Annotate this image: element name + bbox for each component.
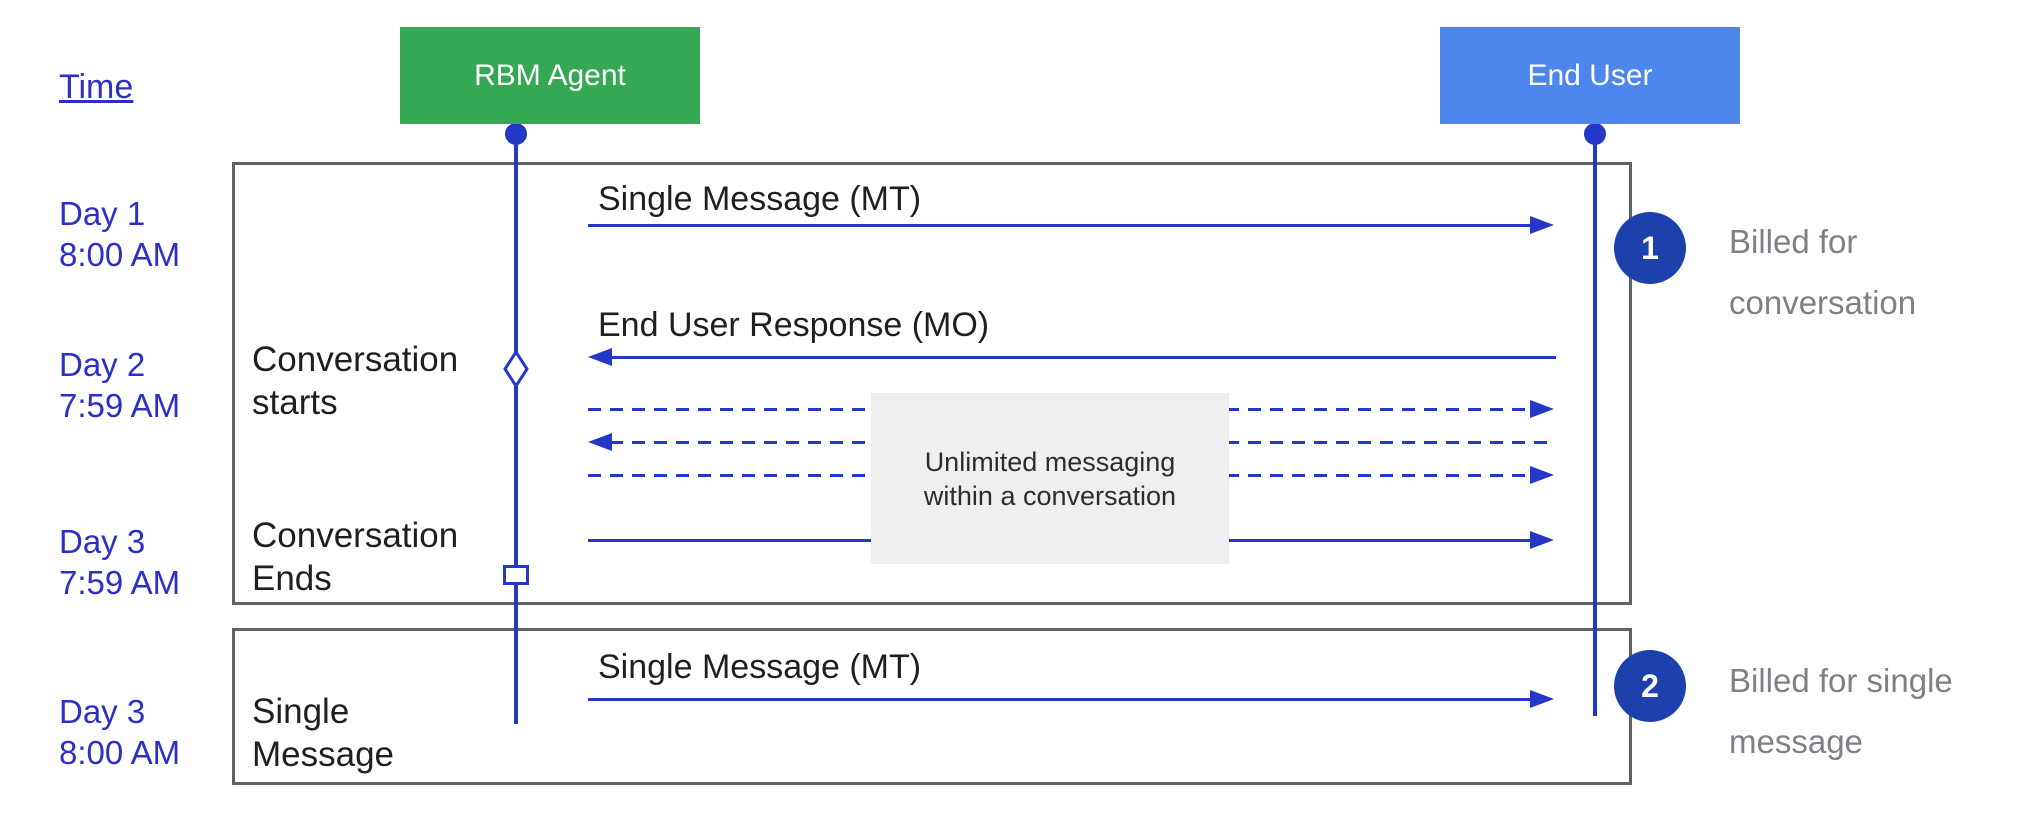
arrowhead-right-icon: [1530, 466, 1554, 484]
single-message-billing-panel: [232, 628, 1632, 785]
actor-end-user-label: End User: [1527, 58, 1653, 92]
time-axis-label: Time: [59, 68, 134, 106]
actor-rbm-agent: RBM Agent: [400, 27, 700, 124]
billing2-line1: Billed for single: [1729, 662, 1953, 699]
day3a-line1: Day 3: [59, 523, 146, 560]
day3-800-timestamp: Day 3 8:00 AM: [59, 691, 180, 773]
billing2-line2: message: [1729, 723, 1863, 760]
day3a-line2: 7:59 AM: [59, 564, 181, 601]
day1-line2: 8:00 AM: [59, 236, 181, 273]
billing-badge-2-number: 2: [1641, 667, 1659, 704]
conversation-ends-line2: Ends: [252, 559, 332, 598]
billing-badge-1: 1: [1614, 212, 1686, 284]
day3-759-timestamp: Day 3 7:59 AM: [59, 521, 180, 603]
conversation-starts-line2: starts: [252, 383, 338, 422]
single-message-line1: Single: [252, 692, 350, 731]
message-mt2-label: Single Message (MT): [598, 648, 922, 686]
day1-line1: Day 1: [59, 195, 146, 232]
note-line1: Unlimited messaging: [924, 446, 1176, 477]
note-line2: within a conversation: [923, 480, 1177, 511]
actor-end-user: End User: [1440, 27, 1740, 124]
day3b-line1: Day 3: [59, 693, 146, 730]
rbm-agent-lifeline-dot-icon: [505, 123, 527, 145]
conversation-starts-line1: Conversation: [252, 340, 459, 379]
day2-line1: Day 2: [59, 346, 146, 383]
billing1-line2: conversation: [1729, 284, 1917, 321]
billing-badge-2: 2: [1614, 650, 1686, 722]
conversation-ends-line1: Conversation: [252, 516, 459, 555]
message-mo-label: End User Response (MO): [598, 306, 990, 344]
end-user-lifeline-dot-icon: [1584, 123, 1606, 145]
single-message-line2: Message: [252, 735, 395, 774]
conversation-end-square-icon: [503, 565, 529, 585]
message-mt2-line: [588, 698, 1533, 701]
conversation-ends-label: Conversation Ends: [252, 514, 458, 600]
arrowhead-left-icon: [588, 348, 612, 366]
day2-line2: 7:59 AM: [59, 387, 181, 424]
day3b-line2: 8:00 AM: [59, 734, 181, 771]
message-mt-line: [588, 224, 1533, 227]
actor-rbm-agent-label: RBM Agent: [474, 58, 626, 92]
arrowhead-left-icon: [588, 433, 612, 451]
day2-timestamp: Day 2 7:59 AM: [59, 344, 180, 426]
unlimited-messaging-note: Unlimited messaging within a conversatio…: [871, 393, 1229, 564]
day1-timestamp: Day 1 8:00 AM: [59, 193, 180, 275]
arrowhead-right-icon: [1530, 690, 1554, 708]
conversation-starts-label: Conversation starts: [252, 338, 458, 424]
billed-for-single-message-caption: Billed for single message: [1729, 650, 1953, 772]
conversation-start-diamond-icon: [503, 350, 529, 388]
arrowhead-right-icon: [1530, 216, 1554, 234]
arrowhead-right-icon: [1530, 531, 1554, 549]
billing1-line1: Billed for: [1729, 223, 1858, 260]
single-message-label: Single Message: [252, 690, 394, 776]
message-mt-label: Single Message (MT): [598, 180, 922, 218]
billed-for-conversation-caption: Billed for conversation: [1729, 211, 1916, 333]
arrowhead-right-icon: [1530, 400, 1554, 418]
billing-badge-1-number: 1: [1641, 229, 1659, 266]
conversation-billing-panel: [232, 162, 1632, 605]
message-mo-line: [610, 356, 1556, 359]
end-user-lifeline: [1593, 124, 1597, 716]
rbm-agent-lifeline: [514, 124, 518, 724]
